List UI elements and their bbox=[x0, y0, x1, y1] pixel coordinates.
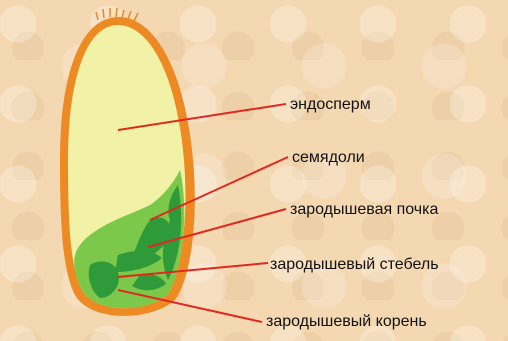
label-embryonic-root: зародышевый корень bbox=[266, 313, 427, 331]
label-endosperm: эндосперм bbox=[290, 96, 371, 114]
label-embryonic-bud: зародышевая почка bbox=[290, 201, 438, 219]
label-embryonic-stem: зародышевый стебель bbox=[270, 256, 439, 274]
label-cotyledon: семядоли bbox=[292, 149, 365, 167]
